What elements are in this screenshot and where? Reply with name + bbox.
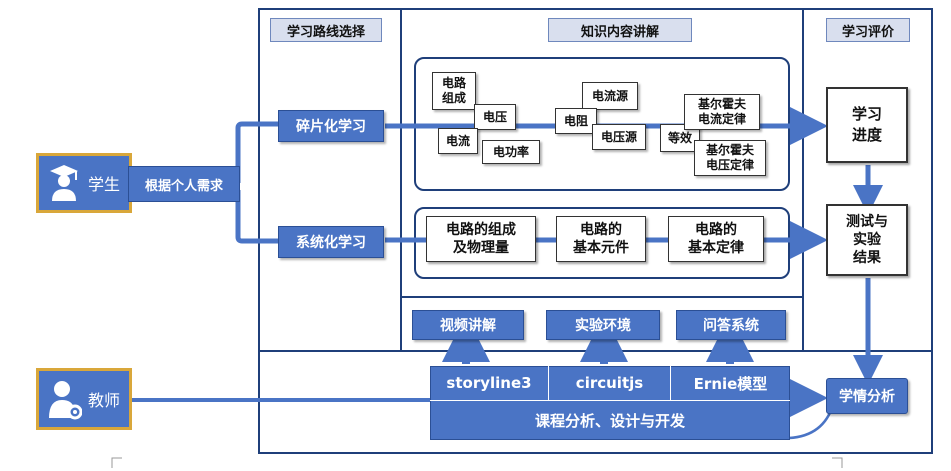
platform-base-box	[430, 366, 790, 440]
tool-divider-2	[670, 366, 671, 400]
concept-kvl: 基尔霍夫 电压定律	[694, 140, 766, 176]
concept-equivalent: 等效	[660, 124, 700, 152]
teacher-avatar: 教师	[36, 368, 132, 430]
learning-progress-box: 学习 进度	[826, 87, 908, 163]
tool-circuitjs: circuitjs	[575, 374, 644, 392]
main-frame	[258, 8, 933, 454]
concept-circuit-composition: 电路 组成	[432, 72, 476, 110]
tool-storyline3: storyline3	[446, 374, 532, 392]
eval-section-header: 学习评价	[826, 18, 910, 42]
module-basic-laws: 电路的 基本定律	[668, 216, 764, 262]
route-section-header: 学习路线选择	[270, 18, 382, 42]
tool-divider-1	[548, 366, 549, 400]
fragment-learning-box: 碎片化学习	[278, 110, 384, 142]
service-qa-system: 问答系统	[676, 310, 786, 340]
module-basic-components: 电路的 基本元件	[556, 216, 646, 262]
concept-kcl: 基尔霍夫 电流定律	[684, 94, 760, 130]
tool-row-divider	[430, 400, 790, 401]
concept-power: 电功率	[482, 140, 540, 164]
module-composition-quantities: 电路的组成 及物理量	[426, 216, 536, 262]
services-band-divider	[400, 296, 804, 298]
test-results-box: 测试与 实验 结果	[826, 204, 908, 276]
content-section-header: 知识内容讲解	[548, 18, 692, 42]
system-learning-box: 系统化学习	[278, 226, 384, 258]
concept-resistance: 电阻	[555, 108, 597, 134]
concept-current-source: 电流源	[582, 82, 638, 110]
student-graduate-icon	[49, 165, 78, 201]
concept-voltage-source: 电压源	[592, 124, 646, 150]
teacher-gear-icon	[48, 381, 82, 420]
route-column-divider	[400, 8, 402, 350]
student-avatar: 学生	[36, 153, 132, 213]
service-video-explanation: 视频讲解	[412, 310, 524, 340]
student-label: 学生	[87, 175, 120, 194]
concept-current: 电流	[438, 128, 478, 154]
tool-ernie-model: Ernie模型	[693, 374, 768, 393]
eval-column-divider	[802, 8, 804, 350]
teacher-label: 教师	[87, 391, 120, 410]
personal-need-box: 根据个人需求	[128, 166, 240, 202]
service-lab-environment: 实验环境	[546, 310, 660, 340]
learning-analysis-box: 学情分析	[826, 378, 908, 414]
concept-voltage: 电压	[474, 104, 516, 130]
course-development-box: 课程分析、设计与开发	[534, 412, 685, 430]
